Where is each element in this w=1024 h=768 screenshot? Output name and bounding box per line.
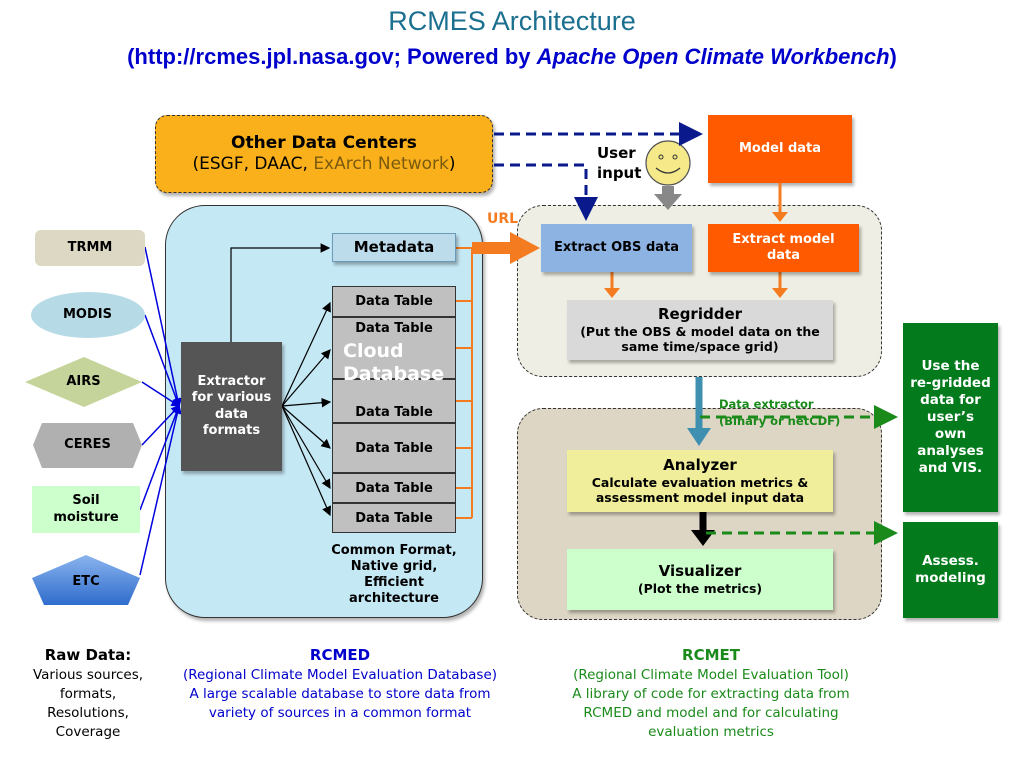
raw-data-desc: Various sources, formats, Resolutions, C…: [32, 667, 144, 740]
source-ceres: CERES: [64, 437, 111, 453]
visualizer-box: Visualizer (Plot the metrics): [567, 549, 833, 610]
url-label: URL: [487, 211, 519, 227]
rcmet-title: RCMET: [682, 646, 740, 664]
rcmet-desc: A library of code for extracting data fr…: [572, 685, 850, 740]
footer-rcmet: RCMET (Regional Climate Model Evaluation…: [556, 645, 866, 742]
common-format-label: Common Format, Native grid, Efficient ar…: [331, 542, 457, 607]
use-regridded-box: Use the re-gridded data for user’s own a…: [903, 323, 998, 512]
source-modis: MODIS: [63, 306, 112, 322]
other-centers-list: (ESGF, DAAC, ExArch Network): [192, 154, 455, 175]
rcmed-desc: A large scalable database to store data …: [189, 685, 491, 721]
regridder-box: Regridder (Put the OBS & model data on t…: [567, 300, 833, 360]
other-centers-end: ): [448, 154, 456, 174]
page-subtitle: (http://rcmes.jpl.nasa.gov; Powered by A…: [0, 44, 1024, 70]
data-table: Data Table: [332, 286, 456, 317]
other-centers-text: (ESGF, DAAC,: [192, 154, 314, 174]
rcmet-full-name: (Regional Climate Model Evaluation Tool): [573, 667, 849, 683]
page-title: RCMES Architecture: [388, 6, 636, 36]
cloud-database-label: Cloud Database: [343, 340, 445, 385]
model-data-box: Model data: [708, 115, 852, 183]
visualizer-title: Visualizer: [658, 562, 742, 581]
source-airs: AIRS: [66, 373, 101, 389]
raw-data-title: Raw Data:: [44, 646, 132, 664]
data-extractor-format: (Binary or netCDF): [719, 413, 841, 428]
subtitle-end: ): [889, 44, 897, 69]
exarch-link: ExArch Network: [313, 154, 449, 174]
analyzer-title: Analyzer: [663, 456, 737, 474]
assess-modeling-box: Assess. modeling: [903, 522, 998, 618]
rcmed-title: RCMED: [309, 646, 371, 664]
extractor-box: Extractor for various data formats: [181, 342, 282, 471]
regridder-title: Regridder: [657, 305, 743, 323]
source-etc: ETC: [72, 574, 100, 590]
source-trmm: TRMM: [67, 239, 113, 255]
source-soil-moisture: Soil moisture: [53, 493, 119, 525]
subtitle-italic: Apache Open Climate Workbench: [536, 44, 890, 69]
data-extractor-title: Data extractor: [719, 397, 814, 411]
footer-raw-data: Raw Data: Various sources, formats, Reso…: [20, 645, 156, 742]
data-extractor-label: Data extractor (Binary or netCDF): [719, 396, 840, 429]
metadata-box: Metadata: [332, 233, 456, 262]
other-data-centers-box: Other Data Centers (ESGF, DAAC, ExArch N…: [155, 115, 493, 193]
regridder-desc: (Put the OBS & model data on the same ti…: [580, 323, 820, 355]
data-table: Data Table: [332, 473, 456, 503]
analyzer-desc: Calculate evaluation metrics & assessmen…: [591, 474, 809, 506]
visualizer-desc: (Plot the metrics): [637, 581, 763, 597]
extract-obs-box: Extract OBS data: [541, 224, 692, 272]
other-centers-title: Other Data Centers: [231, 132, 417, 153]
smiley-icon: [645, 140, 691, 186]
analyzer-box: Analyzer Calculate evaluation metrics & …: [567, 450, 833, 512]
data-table: Data Table: [332, 423, 456, 473]
data-table: Data Table: [332, 503, 456, 533]
footer-rcmed: RCMED (Regional Climate Model Evaluation…: [160, 645, 520, 723]
rcmed-full-name: (Regional Climate Model Evaluation Datab…: [182, 667, 498, 683]
subtitle-text: (http://rcmes.jpl.nasa.gov; Powered by: [127, 44, 537, 69]
extract-model-box: Extract model data: [708, 224, 859, 272]
data-table: Data Table: [332, 317, 456, 379]
data-table: Data Table: [332, 379, 456, 423]
user-input-label: User input: [597, 144, 642, 183]
